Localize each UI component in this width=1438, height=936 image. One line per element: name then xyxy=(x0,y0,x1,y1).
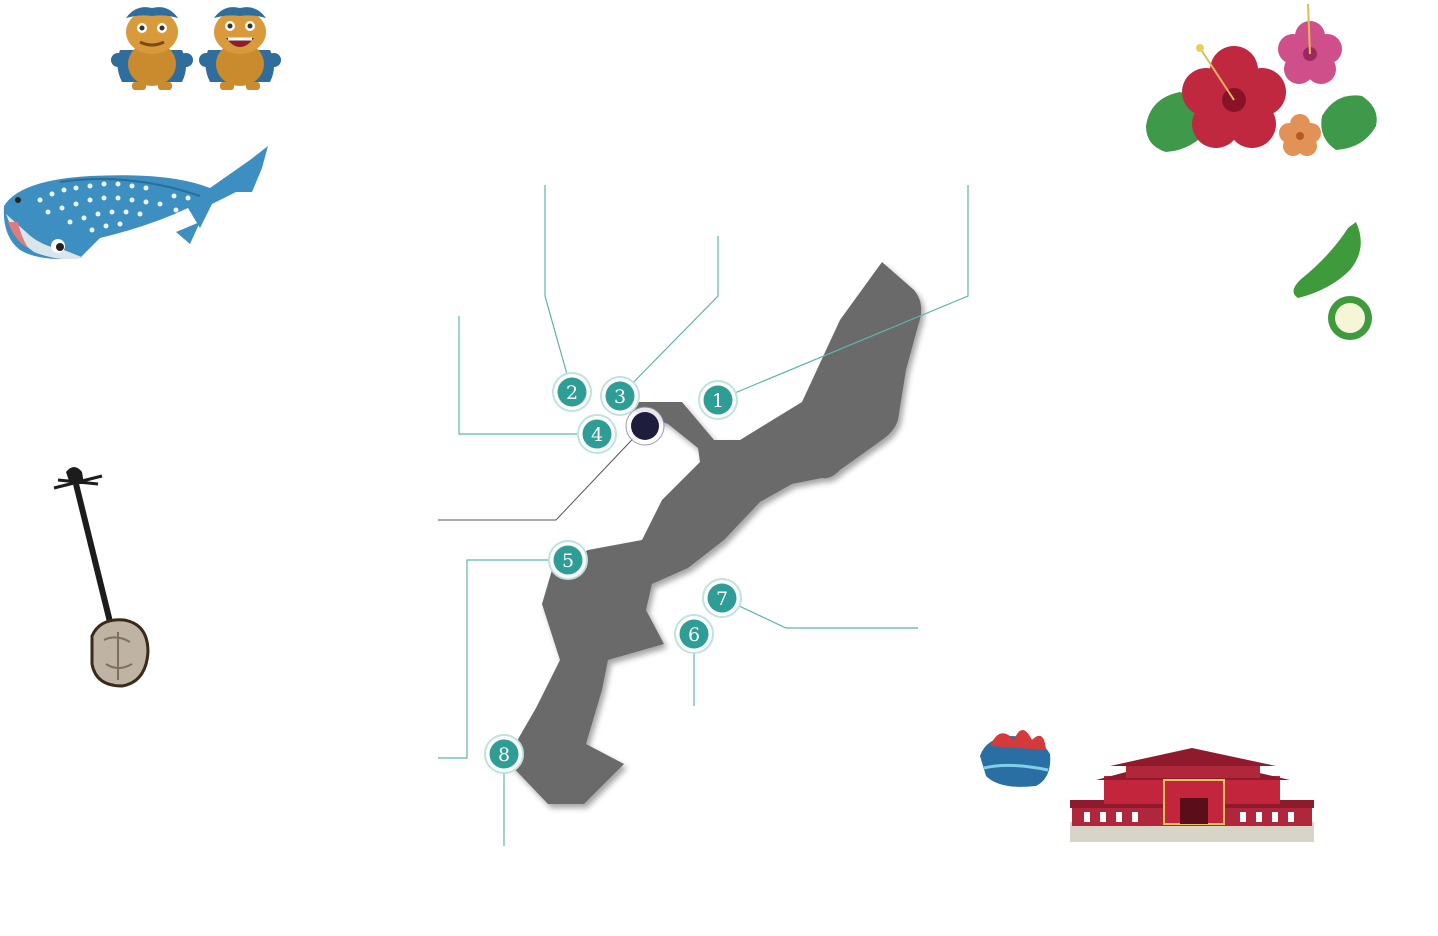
map-marker-3[interactable]: 3 xyxy=(600,376,640,416)
map-marker-dot xyxy=(557,377,587,407)
leader-line-3 xyxy=(619,236,719,397)
leader-line-5 xyxy=(438,559,568,759)
map-marker-7[interactable]: 7 xyxy=(702,578,742,618)
map-marker-dot xyxy=(707,583,737,613)
current-location-marker[interactable] xyxy=(625,406,665,446)
whale-shark-icon xyxy=(3,146,269,260)
current-location-leader-line xyxy=(438,425,646,521)
map-marker-2[interactable]: 2 xyxy=(552,372,592,412)
leader-lines xyxy=(438,185,969,846)
map-marker-number: 8 xyxy=(498,744,510,766)
shuri-castle-icon xyxy=(1070,748,1314,842)
map-marker-dot xyxy=(703,385,733,415)
sanshin-instrument-icon xyxy=(53,467,150,688)
okinawa-main-island xyxy=(506,262,922,804)
map-marker-number: 4 xyxy=(591,424,603,446)
map-marker-6[interactable]: 6 xyxy=(674,614,714,654)
shisa-lion-dogs-icon xyxy=(111,7,281,90)
map-marker-dot xyxy=(679,619,709,649)
map-marker-5[interactable]: 5 xyxy=(548,540,588,580)
hibiscus-flowers-icon xyxy=(1146,3,1377,156)
map-marker-number: 6 xyxy=(688,624,700,646)
map-marker-4[interactable]: 4 xyxy=(577,414,617,454)
leader-line-2 xyxy=(544,185,573,393)
leader-line-1 xyxy=(717,185,969,401)
map-marker-number: 7 xyxy=(716,588,728,610)
hanagasa-hat-icon xyxy=(980,730,1051,787)
leader-line-7 xyxy=(721,597,918,629)
map-marker-number: 1 xyxy=(712,390,724,412)
map-marker-dot xyxy=(582,419,612,449)
map-marker-number: 3 xyxy=(614,386,626,408)
map-marker-1[interactable]: 1 xyxy=(698,380,738,420)
map-marker-dot xyxy=(489,739,519,769)
map-marker-8[interactable]: 8 xyxy=(484,734,524,774)
map-marker-dot xyxy=(605,381,635,411)
map-marker-number: 2 xyxy=(566,382,578,404)
map-marker-dot xyxy=(553,545,583,575)
leader-line-4 xyxy=(458,316,597,435)
map-marker-number: 5 xyxy=(562,550,574,572)
goya-bitter-melon-icon xyxy=(1293,222,1372,340)
